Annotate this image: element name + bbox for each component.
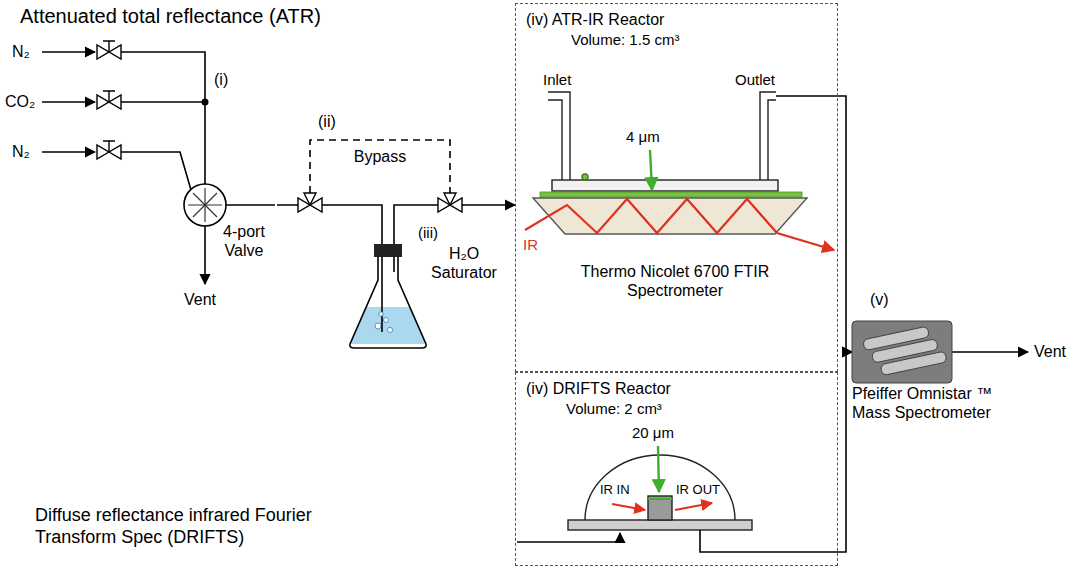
- drifts-cell: [648, 498, 672, 500]
- bubble: [375, 323, 381, 329]
- quadrupole-rod: [880, 351, 947, 375]
- drifts-cell: [568, 520, 752, 530]
- three-way-valve: [298, 193, 462, 212]
- part-label: (ii): [318, 112, 336, 131]
- three-way-valve: [438, 193, 462, 212]
- atr-cell: [776, 95, 838, 97]
- part-label: 20 μm: [632, 424, 674, 442]
- gas-line: [42, 52, 275, 284]
- gas-line: [121, 52, 205, 184]
- gas-line: [42, 151, 95, 153]
- needle-valve: [103, 91, 115, 102]
- valve-body: [184, 184, 226, 226]
- three-way-valve: [444, 193, 456, 205]
- gas-line: [121, 152, 191, 190]
- bypass-line: [310, 140, 450, 193]
- needle-valve: [103, 41, 115, 52]
- node-heading: (v): [870, 290, 889, 309]
- part-label: IR: [523, 236, 538, 254]
- part-label: N₂: [12, 142, 30, 161]
- needle-valve: [97, 41, 121, 159]
- flow-line: [838, 96, 852, 352]
- part-label: Inlet: [543, 71, 571, 89]
- part-label: Bypass: [352, 147, 408, 166]
- node-label: Volume: 1.5 cm³: [571, 31, 679, 49]
- saturator-flask: (iii) H₂O Saturator: [348, 222, 506, 350]
- atr-cell: [548, 92, 570, 180]
- part-label: Thermo Nicolet 6700 FTIR Spectrometer: [555, 262, 795, 300]
- three-way-valve: [304, 193, 316, 205]
- atr-cell: [552, 180, 778, 191]
- drifts-cell: [517, 455, 838, 552]
- needle-valve: [97, 141, 121, 159]
- ms-body: [852, 321, 952, 383]
- part-label: Vent: [184, 290, 216, 309]
- node-label: 4-port Valve: [215, 222, 273, 260]
- vent-line: [952, 351, 1028, 353]
- gas-line: [42, 51, 95, 53]
- junction-dot: [202, 99, 209, 106]
- node-heading: (iv) DRIFTS Reactor: [526, 379, 671, 398]
- reactor-region: (iv) DRIFTS ReactorVolume: 2 cm³: [515, 372, 838, 566]
- drifts-cell: [517, 533, 620, 542]
- flow-line: [838, 352, 852, 552]
- part-label: IR IN: [600, 482, 630, 498]
- part-label: 4 μm: [626, 128, 660, 146]
- gas-line: [226, 204, 275, 206]
- gas-line: [204, 226, 206, 284]
- flask-outline: [350, 256, 426, 348]
- bubble: [384, 318, 389, 323]
- needle-valve: [97, 41, 121, 59]
- valve-spoke: [193, 193, 217, 217]
- part-label: Outlet: [735, 71, 775, 89]
- bubble: [379, 312, 383, 316]
- part-label: Attenuated total reflectance (ATR): [20, 4, 321, 28]
- stopper: [374, 244, 402, 257]
- atr-cell: [533, 198, 807, 234]
- part-label: (i): [214, 70, 228, 89]
- thickness-arrow: [658, 446, 659, 492]
- rotary-valve: 4-port Valve: [183, 180, 277, 265]
- reactor-region: (iv) ATR-IR ReactorVolume: 1.5 cm³: [515, 3, 838, 372]
- node-heading: (iii): [418, 224, 438, 242]
- gas-line: [121, 101, 205, 103]
- node-label: Pfeiffer Omnistar ™ Mass Spectrometer: [852, 384, 1017, 422]
- needle-valve: [97, 91, 121, 109]
- mass-spectrometer: (v) Pfeiffer Omnistar ™ Mass Spectrometer: [852, 290, 1032, 430]
- drifts-cell: [648, 496, 672, 520]
- needle-valve: [103, 141, 115, 152]
- atr-cell: [540, 192, 802, 197]
- flow-line: [277, 205, 382, 222]
- part-label: N₂: [12, 42, 30, 61]
- node-label: H₂O Saturator: [426, 244, 502, 282]
- drifts-cell: [700, 530, 838, 552]
- part-label: IR OUT: [676, 482, 720, 498]
- node-label: Volume: 2 cm³: [566, 400, 662, 418]
- part-label: Diffuse reflectance infrared Fourier Tra…: [35, 505, 325, 548]
- bubble: [387, 327, 392, 332]
- atr-cell: [582, 174, 588, 180]
- ir-beam: [612, 504, 645, 510]
- three-way-valve: [298, 193, 322, 212]
- part-label: CO₂: [5, 92, 35, 111]
- part-label: Vent: [1034, 342, 1066, 361]
- thickness-arrow: [650, 150, 652, 190]
- ir-beam: [675, 503, 712, 510]
- node-shape: [348, 222, 506, 350]
- water: [350, 307, 426, 344]
- ir-beam: [525, 199, 834, 250]
- gas-line: [42, 101, 95, 103]
- atr-cell: [760, 92, 776, 180]
- atr-cell: [533, 92, 838, 234]
- node-heading: (iv) ATR-IR Reactor: [526, 10, 664, 29]
